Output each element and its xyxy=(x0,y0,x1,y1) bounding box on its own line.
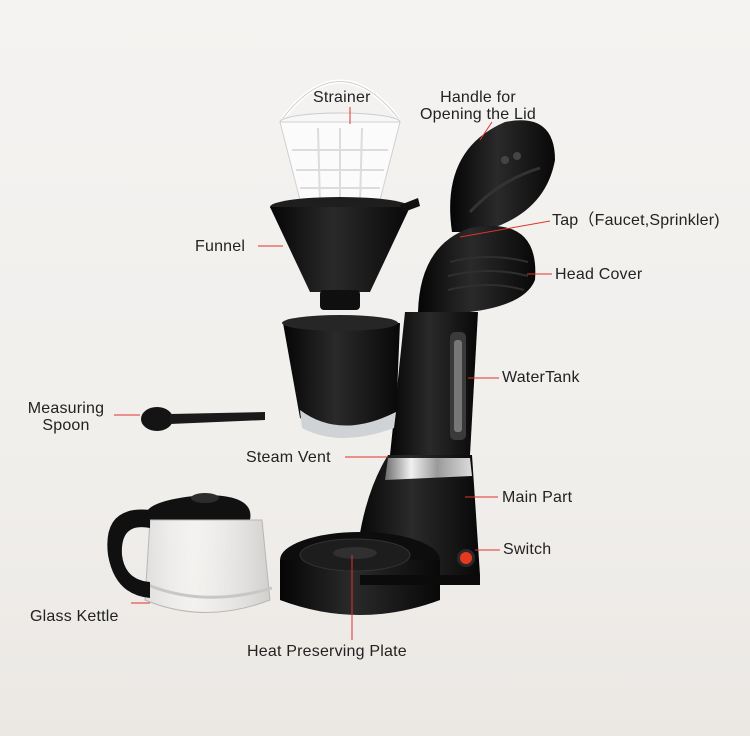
filter-holder-part xyxy=(282,315,400,438)
strainer-label: Strainer xyxy=(313,89,371,106)
steam-vent-label: Steam Vent xyxy=(246,449,331,466)
base-part xyxy=(280,532,480,615)
funnel-part xyxy=(270,197,420,310)
handle-label-line2: Opening the Lid xyxy=(420,106,536,123)
strainer-part xyxy=(279,79,401,208)
head-cover-label: Head Cover xyxy=(555,266,643,283)
head-cover-part xyxy=(418,225,536,312)
glass-kettle-part xyxy=(107,493,273,613)
leader-lines xyxy=(114,107,552,640)
switch-label: Switch xyxy=(503,541,552,558)
water-tank-label: WaterTank xyxy=(502,369,580,386)
handle-label: Handle for Opening the Lid xyxy=(408,89,548,123)
measuring-spoon-part xyxy=(141,407,265,431)
tap-label: Tap（Faucet,Sprinkler) xyxy=(552,212,720,229)
lid-part xyxy=(450,120,555,232)
funnel-label: Funnel xyxy=(195,238,246,255)
measuring-spoon-label: Measuring Spoon xyxy=(16,400,116,434)
handle-label-line1: Handle for xyxy=(440,89,516,106)
main-part-label: Main Part xyxy=(502,489,573,506)
measuring-spoon-label-line1: Measuring xyxy=(27,400,105,417)
measuring-spoon-label-line2: Spoon xyxy=(42,417,90,434)
glass-kettle-label: Glass Kettle xyxy=(30,608,119,625)
switch-part xyxy=(457,549,475,567)
heat-plate-label: Heat Preserving Plate xyxy=(247,643,407,660)
